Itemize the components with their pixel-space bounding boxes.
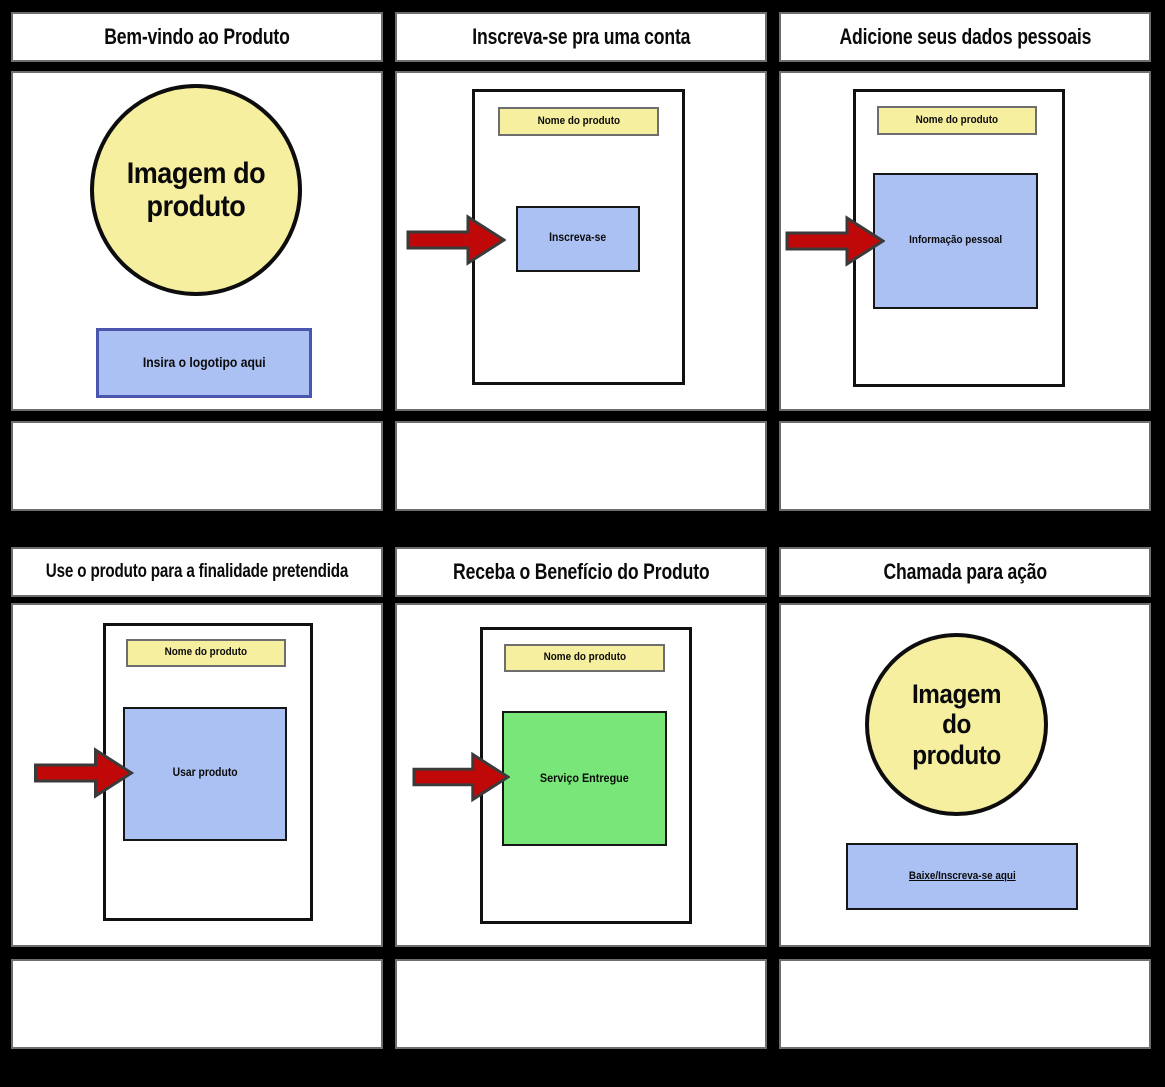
panel-5-description-box[interactable] [395,959,767,1049]
panel-1-title-text: Bem-vindo ao Produto [104,24,290,49]
panel-3-title-text: Adicione seus dados pessoais [839,24,1091,49]
panel-2-title[interactable]: Inscreva-se pra uma conta [395,12,767,62]
panel-5-cell[interactable]: Nome do produto Serviço Entregue [395,603,767,947]
panel-5-title[interactable]: Receba o Benefício do Produto [395,547,767,597]
panel-3-description-box[interactable] [779,421,1151,511]
product-image-circle[interactable]: Imagem do produto [865,633,1048,816]
panel-4-title-text: Use o produto para a finalidade pretendi… [45,561,349,582]
panel-6-title[interactable]: Chamada para ação [779,547,1151,597]
product-name-box[interactable]: Nome do produto [126,639,286,667]
product-name-box[interactable]: Nome do produto [877,106,1037,135]
product-image-circle[interactable]: Imagem do produto [90,84,302,296]
use-product-box[interactable]: Usar produto [123,707,287,841]
panel-3-title[interactable]: Adicione seus dados pessoais [779,12,1151,62]
service-delivered-box[interactable]: Serviço Entregue [502,711,667,846]
product-name-box[interactable]: Nome do produto [504,644,665,672]
panel-2-cell[interactable]: Nome do produto Inscreva-se [395,71,767,411]
panel-1-title[interactable]: Bem-vindo ao Produto [11,12,383,62]
panel-5-title-text: Receba o Benefício do Produto [452,559,710,584]
product-name-label: Nome do produto [543,651,626,664]
product-name-box[interactable]: Nome do produto [498,107,659,136]
product-image-label: Imagem do produto [126,157,266,223]
cta-download-label: Baixe/Inscreva-se aqui [908,869,1016,882]
signup-button-label: Inscreva-se [549,232,607,245]
panel-1-description-box[interactable] [11,421,383,511]
panel-2-description-box[interactable] [395,421,767,511]
product-name-label: Nome do produto [537,114,620,127]
panel-6-title-text: Chamada para ação [883,559,1047,584]
panel-1-cell[interactable]: Imagem do produto Insira o logotipo aqui [11,71,383,411]
red-arrow-icon[interactable] [785,215,885,267]
product-image-label: Imagem do produto [911,679,1002,770]
use-product-label: Usar produto [172,767,238,780]
red-arrow-icon[interactable] [412,751,510,803]
red-arrow-icon[interactable] [406,214,506,266]
product-name-label: Nome do produto [164,646,248,659]
service-delivered-label: Serviço Entregue [540,771,629,786]
personal-info-label: Informação pessoal [908,234,1002,247]
cta-download-box[interactable]: Baixe/Inscreva-se aqui [846,843,1078,910]
panel-3-cell[interactable]: Nome do produto Informação pessoal [779,71,1151,411]
panel-4-description-box[interactable] [11,959,383,1049]
panel-4-title[interactable]: Use o produto para a finalidade pretendi… [11,547,383,597]
panel-4-cell[interactable]: Nome do produto Usar produto [11,603,383,947]
product-name-label: Nome do produto [915,113,999,126]
personal-info-box[interactable]: Informação pessoal [873,173,1038,309]
signup-button-box[interactable]: Inscreva-se [516,206,640,272]
panel-6-cell[interactable]: Imagem do produto Baixe/Inscreva-se aqui [779,603,1151,947]
logo-placeholder-label: Insira o logotipo aqui [142,354,266,370]
logo-placeholder-box[interactable]: Insira o logotipo aqui [96,328,312,398]
panel-2-title-text: Inscreva-se pra uma conta [471,24,691,49]
panel-6-description-box[interactable] [779,959,1151,1049]
red-arrow-icon[interactable] [33,747,134,799]
